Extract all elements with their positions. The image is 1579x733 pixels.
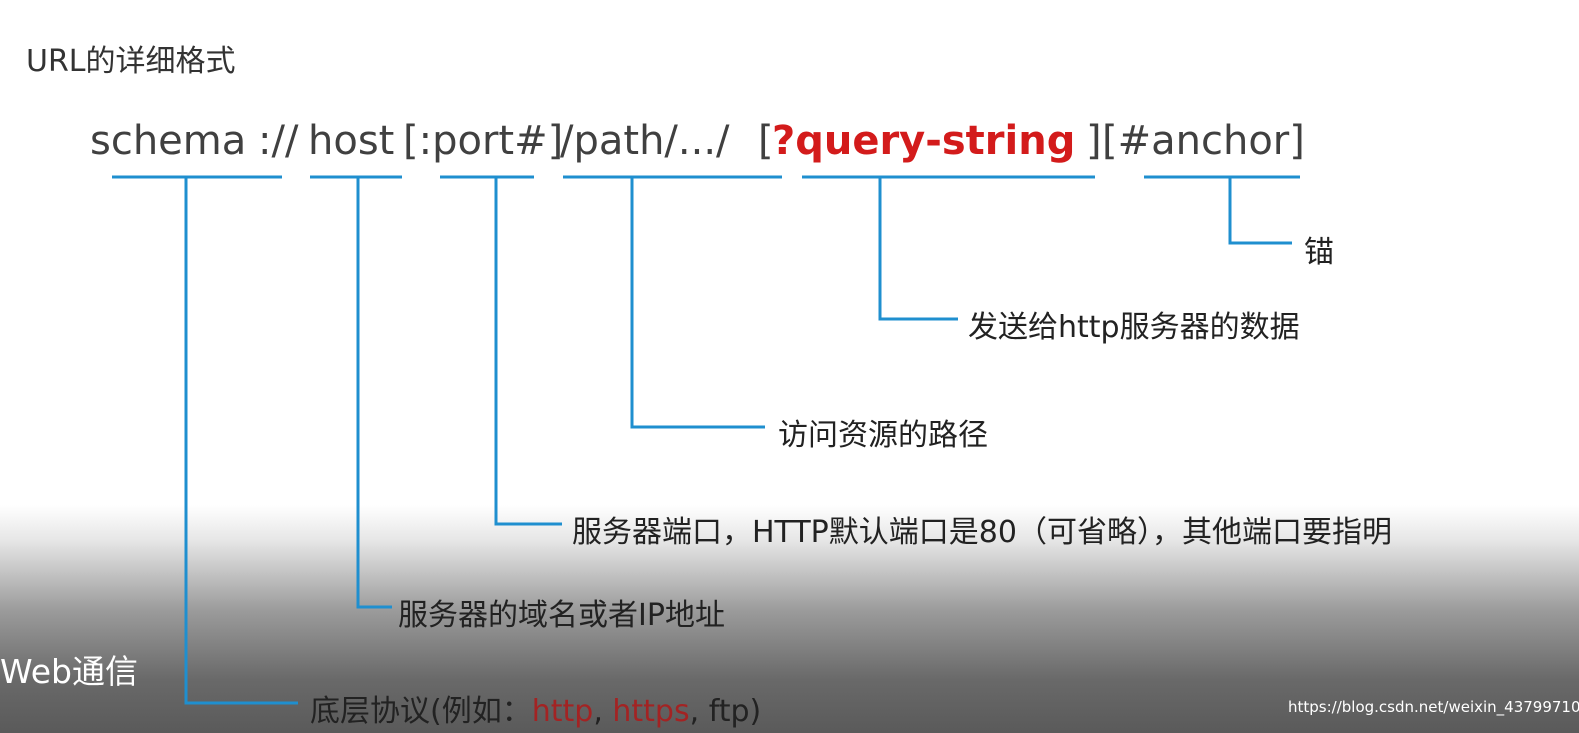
page-title: URL的详细格式 (26, 44, 236, 79)
url-close-bracket: ] (1086, 118, 1102, 164)
label-anchor: 锚 (1304, 235, 1334, 270)
url-anchor: [#anchor] (1102, 118, 1305, 164)
label-query: 发送给http服务器的数据 (968, 310, 1300, 345)
label-schema: 底层协议(例如：http, https, ftp) (310, 686, 761, 730)
connector-query (878, 177, 958, 321)
label-comma-1: , (593, 694, 613, 729)
label-path: 访问资源的路径 (778, 418, 988, 453)
label-host: 服务器的域名或者IP地址 (398, 598, 725, 633)
connector-schema (184, 177, 298, 705)
connector-host (356, 177, 392, 609)
watermark: https://blog.csdn.net/weixin_43799710 (1288, 698, 1579, 716)
url-host: host (308, 118, 395, 164)
url-port: [:port#] (403, 118, 564, 164)
label-schema-prefix: 底层协议(例如： (310, 694, 532, 729)
url-separator: :// (258, 118, 299, 164)
url-format: schema :// host [:port#] /path/.../ [ ?q… (90, 118, 1330, 178)
url-schema: schema (90, 118, 247, 164)
connector-port (494, 177, 562, 526)
example-ftp: ftp) (708, 694, 762, 729)
url-open-bracket: [ (758, 118, 774, 164)
label-comma-2: , (689, 694, 709, 729)
connector-path (630, 177, 765, 429)
side-title: Web通信 (0, 652, 138, 691)
example-https: https (612, 694, 690, 729)
label-port: 服务器端口，HTTP默认端口是80（可省略），其他端口要指明 (572, 515, 1392, 550)
example-http: http (531, 694, 594, 729)
url-query: ?query-string (772, 118, 1076, 164)
url-path: /path/.../ (560, 118, 730, 164)
connector-anchor (1228, 177, 1292, 245)
